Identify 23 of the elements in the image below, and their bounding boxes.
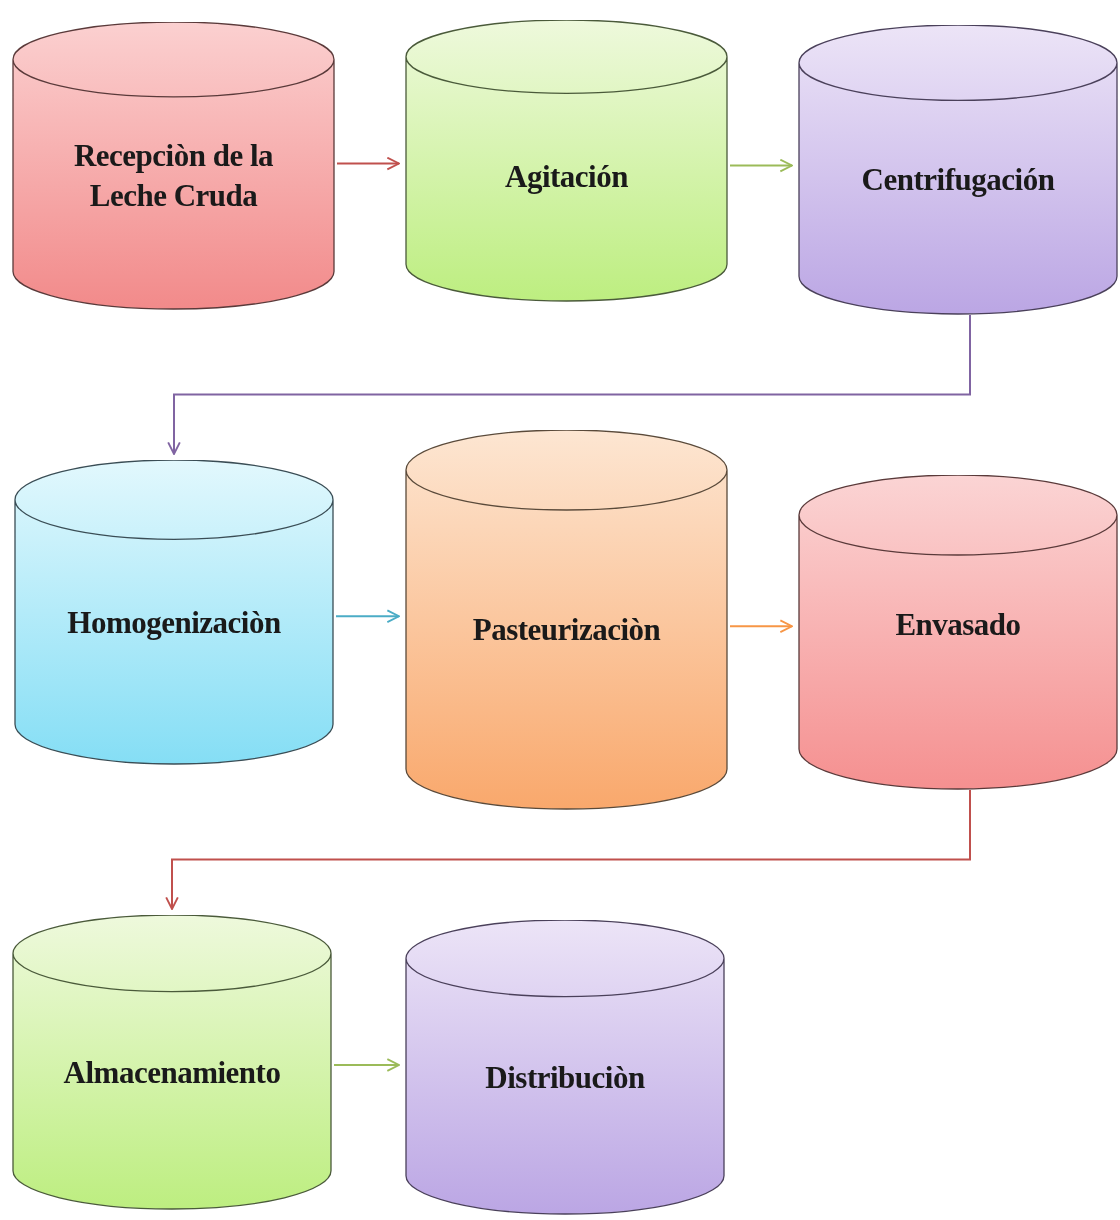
- step-label: Distribuciòn: [484, 1058, 646, 1097]
- process-cylinder: [405, 20, 728, 302]
- step-label: Almacenamiento: [62, 1053, 282, 1092]
- arrow: [335, 609, 400, 623]
- step-label: Pasteurizaciòn: [471, 610, 662, 649]
- arrow: [336, 156, 400, 171]
- step-label: Recepciòn de la Leche Cruda: [72, 136, 275, 215]
- process-cylinder: [12, 22, 335, 310]
- arrow: [167, 314, 971, 455]
- step-label: Homogenizaciòn: [66, 603, 282, 642]
- process-cylinder: [798, 475, 1118, 790]
- arrow: [729, 619, 793, 633]
- arrow: [333, 1058, 400, 1072]
- arrow: [729, 158, 793, 173]
- process-cylinder: [12, 915, 332, 1210]
- process-cylinder: [14, 460, 334, 765]
- process-cylinder: [405, 920, 725, 1215]
- process-cylinder: [405, 430, 728, 810]
- process-cylinder: [798, 25, 1118, 315]
- step-label: Centrifugación: [860, 160, 1056, 199]
- arrow: [165, 789, 971, 910]
- step-label: Envasado: [894, 605, 1022, 644]
- step-label: Agitación: [504, 157, 629, 196]
